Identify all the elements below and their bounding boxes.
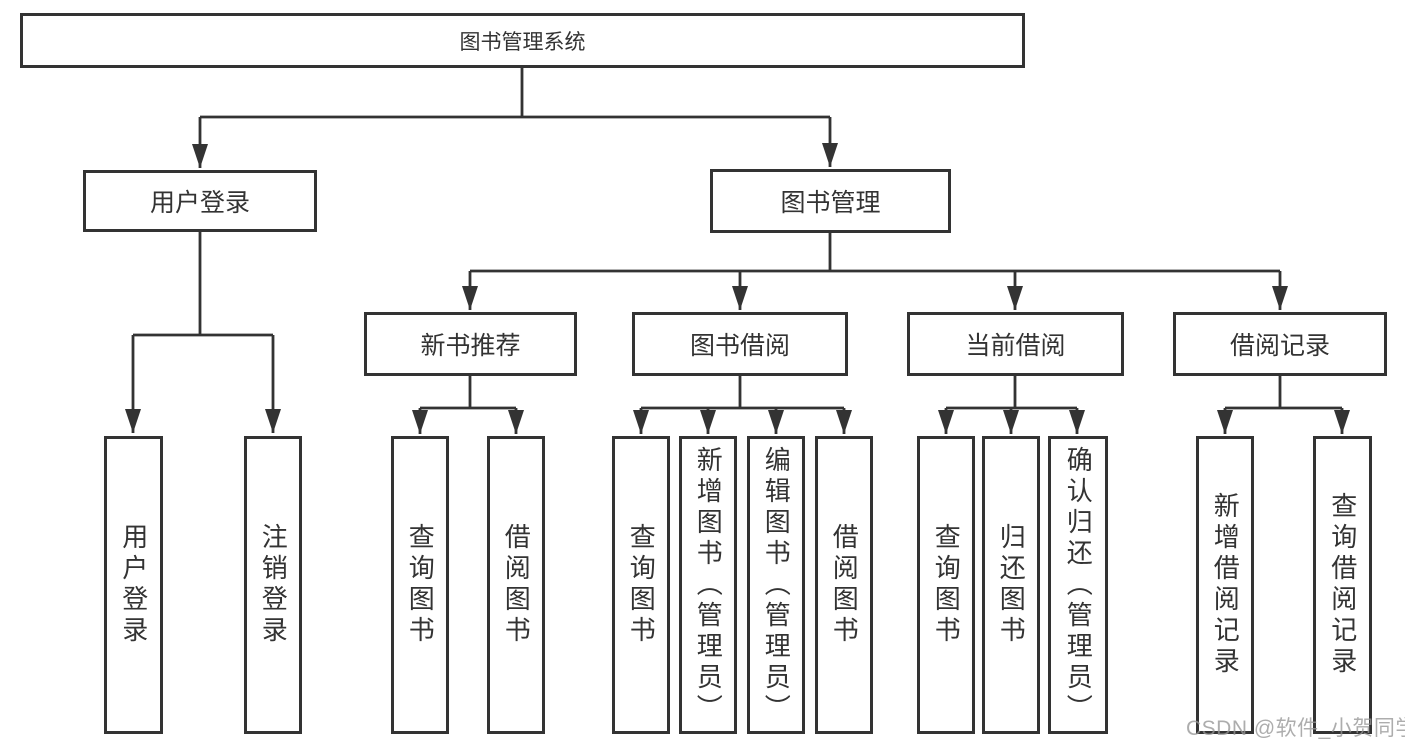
- leaf-query-record: 查询借阅记录: [1313, 436, 1372, 734]
- leaf-logout: 注销登录: [244, 436, 302, 734]
- node-book-mgmt-label: 图书管理: [780, 189, 881, 217]
- leaf-query-book-3: 查询图书: [917, 436, 975, 734]
- leaf-return-book: 归还图书: [982, 436, 1040, 734]
- leaf-add-book-label: 新增图书（管理员）: [693, 445, 724, 725]
- leaf-query-book-1: 查询图书: [391, 436, 449, 734]
- leaf-add-book: 新增图书（管理员）: [679, 436, 737, 734]
- leaf-query-book-2-label: 查询图书: [626, 523, 657, 647]
- node-user-login-label: 用户登录: [149, 189, 250, 217]
- csdn-watermark: CSDN @软件_小贺同学: [1186, 717, 1405, 740]
- node-new-book-rec: 新书推荐: [364, 312, 577, 376]
- node-user-login: 用户登录: [83, 170, 317, 232]
- connector-group: [125, 68, 1350, 434]
- leaf-user-login: 用户登录: [104, 436, 163, 734]
- node-root-system-label: 图书管理系统: [459, 30, 586, 54]
- node-current-borrow-label: 当前借阅: [965, 332, 1066, 360]
- leaf-return-book-label: 归还图书: [996, 523, 1027, 647]
- node-book-mgmt: 图书管理: [710, 169, 951, 233]
- leaf-logout-label: 注销登录: [258, 523, 289, 647]
- leaf-borrow-book-2: 借阅图书: [815, 436, 873, 734]
- node-current-borrow: 当前借阅: [907, 312, 1124, 376]
- leaf-borrow-book-1: 借阅图书: [487, 436, 545, 734]
- node-borrow-records: 借阅记录: [1173, 312, 1387, 376]
- leaf-edit-book-label: 编辑图书（管理员）: [761, 445, 792, 725]
- leaf-user-login-label: 用户登录: [118, 523, 149, 647]
- leaf-borrow-book-1-label: 借阅图书: [501, 523, 532, 647]
- leaf-query-book-3-label: 查询图书: [931, 523, 962, 647]
- leaf-query-book-1-label: 查询图书: [405, 523, 436, 647]
- leaf-edit-book: 编辑图书（管理员）: [747, 436, 805, 734]
- leaf-borrow-book-2-label: 借阅图书: [829, 523, 860, 647]
- leaf-confirm-return-label: 确认归还（管理员）: [1063, 445, 1094, 725]
- leaf-add-record: 新增借阅记录: [1196, 436, 1254, 734]
- node-book-borrow-label: 图书借阅: [689, 332, 790, 360]
- node-borrow-records-label: 借阅记录: [1229, 332, 1330, 360]
- leaf-confirm-return: 确认归还（管理员）: [1048, 436, 1108, 734]
- node-book-borrow: 图书借阅: [632, 312, 848, 376]
- node-new-book-rec-label: 新书推荐: [420, 332, 521, 360]
- leaf-add-record-label: 新增借阅记录: [1210, 492, 1241, 678]
- leaf-query-record-label: 查询借阅记录: [1327, 492, 1358, 678]
- leaf-query-book-2: 查询图书: [612, 436, 670, 734]
- node-root-system: 图书管理系统: [20, 13, 1025, 68]
